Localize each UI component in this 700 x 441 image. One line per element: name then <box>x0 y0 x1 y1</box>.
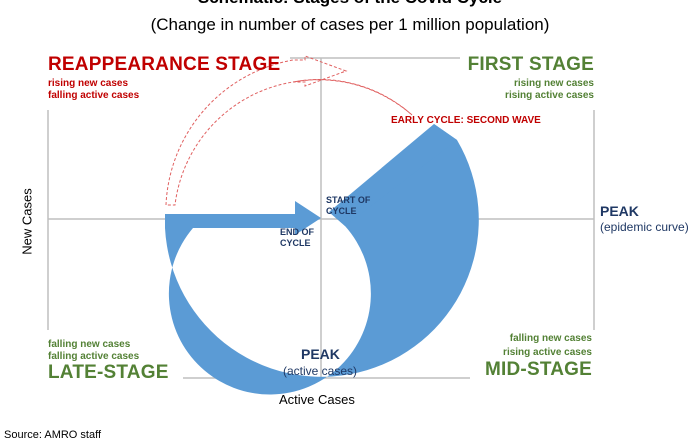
y-axis-label: New Cases <box>19 188 35 255</box>
mid-stage-note-1: falling new cases <box>509 333 592 344</box>
diagram-subtitle: (Change in number of cases per 1 million… <box>150 15 550 34</box>
start-of-cycle-segment <box>329 124 457 226</box>
source-note: Source: AMRO staff <box>4 429 102 441</box>
reappearance-note-2: falling active cases <box>48 90 140 101</box>
reappearance-stage-title: REAPPEARANCE STAGE <box>48 54 281 75</box>
reappearance-note-1: rising new cases <box>48 78 129 89</box>
peak-epidemic-title: PEAK <box>600 203 639 219</box>
end-of-cycle-arrowhead <box>165 201 321 235</box>
late-stage-note-1: falling new cases <box>48 339 131 350</box>
dashed-second-wave-arrow <box>165 55 413 206</box>
end-of-cycle-label-2: CYCLE <box>280 238 311 248</box>
start-of-cycle-label-1: START OF <box>326 195 371 205</box>
peak-epidemic-subtitle: (epidemic curve) <box>600 220 689 234</box>
start-of-cycle-label-2: CYCLE <box>326 206 357 216</box>
peak-active-title: PEAK <box>301 346 340 362</box>
first-stage-title: FIRST STAGE <box>467 54 594 75</box>
diagram-title: Schematic: Stages of the Covid Cycle <box>0 0 700 8</box>
mid-stage-note-2: rising active cases <box>503 347 592 358</box>
end-of-cycle-label-1: END OF <box>280 227 315 237</box>
x-axis-label: Active Cases <box>279 392 355 407</box>
early-cycle-label: EARLY CYCLE: SECOND WAVE <box>391 115 541 126</box>
cycle-arrow-ring <box>165 124 479 395</box>
mid-stage-title: MID-STAGE <box>485 359 592 380</box>
late-stage-note-2: falling active cases <box>48 351 140 362</box>
late-stage-title: LATE-STAGE <box>48 362 169 383</box>
first-stage-note-1: rising new cases <box>513 78 594 89</box>
first-stage-note-2: rising active cases <box>505 90 594 101</box>
peak-active-subtitle: (active cases) <box>283 364 358 378</box>
